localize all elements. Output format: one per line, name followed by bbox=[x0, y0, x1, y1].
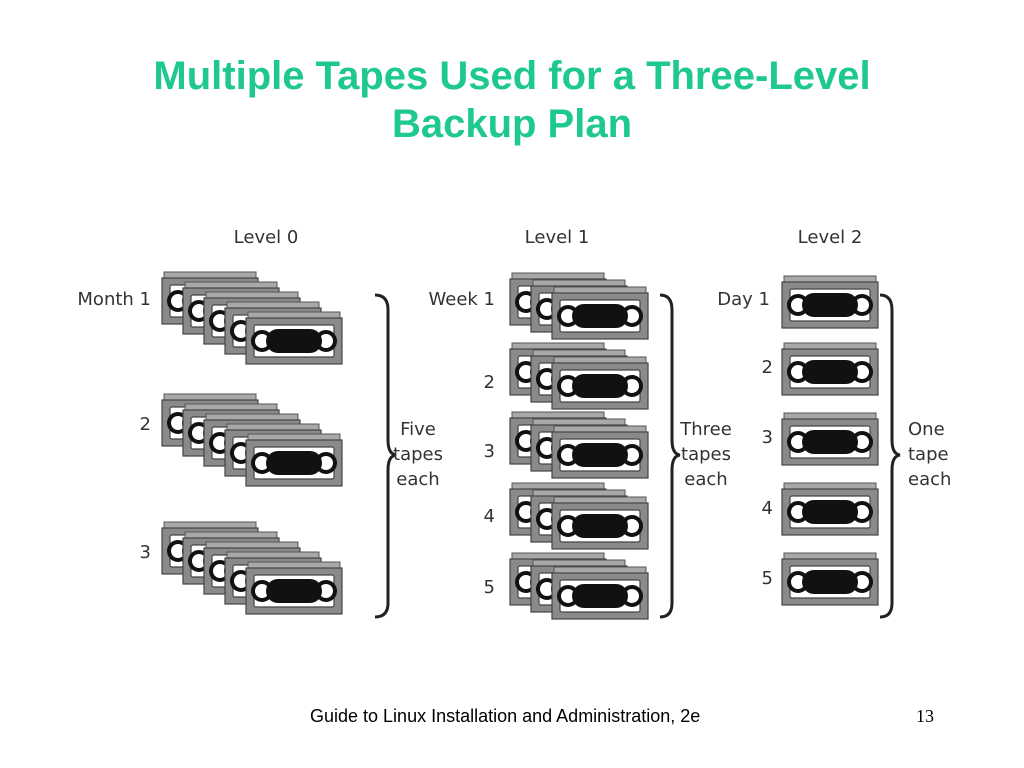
level-0-row-label: 2 bbox=[140, 414, 151, 435]
level-2-row-label: 2 bbox=[762, 357, 773, 378]
vhs-cassette-icon bbox=[245, 311, 343, 365]
level-1-row-label: 3 bbox=[484, 441, 495, 462]
level-0-brace bbox=[374, 293, 397, 619]
vhs-cassette-icon bbox=[551, 356, 649, 410]
level-1-row-label: Week 1 bbox=[429, 289, 496, 310]
backup-diagram: Level 0 Level 1 Level 2 Month 1 2 3 Week… bbox=[77, 227, 951, 620]
level-2-row-label: Day 1 bbox=[717, 289, 770, 310]
level-2-heading: Level 2 bbox=[798, 227, 863, 248]
level-0-brace-label: tapes bbox=[393, 444, 443, 465]
level-1-row-label: 2 bbox=[484, 372, 495, 393]
title-line-2: Backup Plan bbox=[391, 102, 633, 146]
vhs-cassette-icon bbox=[551, 286, 649, 340]
title-line-1: Multiple Tapes Used for a Three-Level bbox=[153, 54, 871, 98]
level-0-row-label: 3 bbox=[140, 542, 151, 563]
level-1-heading: Level 1 bbox=[525, 227, 590, 248]
level-2-row-label: 3 bbox=[762, 427, 773, 448]
vhs-cassette-icon bbox=[781, 342, 879, 396]
level-2-brace-label: each bbox=[908, 469, 951, 490]
level-2-row-label: 4 bbox=[762, 498, 773, 519]
level-2-row-label: 5 bbox=[762, 568, 773, 589]
vhs-cassette-icon bbox=[781, 482, 879, 536]
vhs-cassette-icon bbox=[245, 433, 343, 487]
level-1-brace-label: tapes bbox=[681, 444, 731, 465]
tape-stacks bbox=[161, 271, 879, 620]
level-2-brace-label: tape bbox=[908, 444, 949, 465]
level-2-brace bbox=[879, 293, 901, 619]
slide-title: Multiple Tapes Used for a Three-Level Ba… bbox=[0, 52, 1024, 148]
level-0-heading: Level 0 bbox=[234, 227, 299, 248]
vhs-cassette-icon bbox=[551, 566, 649, 620]
vhs-cassette-icon bbox=[245, 561, 343, 615]
level-0-brace-label: each bbox=[396, 469, 439, 490]
level-0-brace-label: Five bbox=[400, 419, 436, 440]
level-0-row-label: Month 1 bbox=[77, 289, 151, 310]
vhs-cassette-icon bbox=[781, 552, 879, 606]
footer-text: Guide to Linux Installation and Administ… bbox=[310, 706, 701, 726]
vhs-cassette-icon bbox=[551, 496, 649, 550]
vhs-cassette-icon bbox=[551, 425, 649, 479]
level-1-row-label: 4 bbox=[484, 506, 495, 527]
level-1-row-label: 5 bbox=[484, 577, 495, 598]
level-1-brace-label: Three bbox=[679, 419, 732, 440]
vhs-cassette-icon bbox=[781, 412, 879, 466]
level-2-brace-label: One bbox=[908, 419, 945, 440]
level-1-brace bbox=[659, 293, 681, 619]
vhs-cassette-icon bbox=[781, 275, 879, 329]
page-number: 13 bbox=[916, 706, 934, 726]
level-1-brace-label: each bbox=[684, 469, 727, 490]
